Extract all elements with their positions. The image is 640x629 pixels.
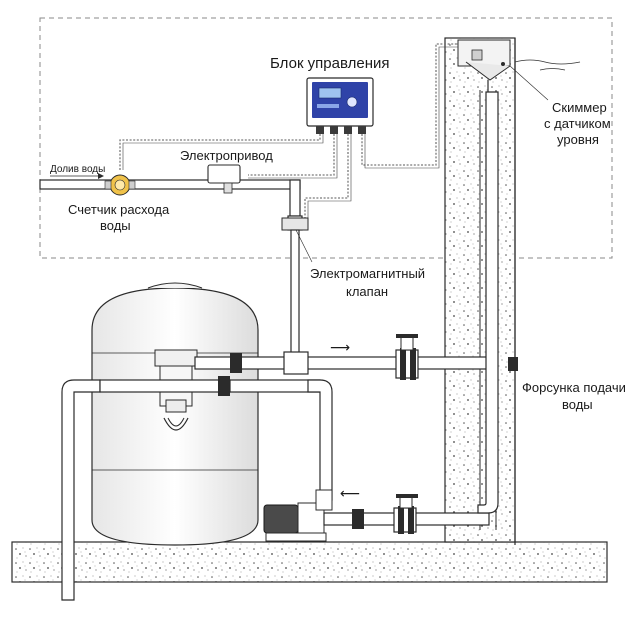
skimmer <box>457 39 511 92</box>
skimmer-leader <box>509 65 549 101</box>
filter-bypass-pipes <box>61 376 333 601</box>
suction-line <box>323 91 499 534</box>
return-line <box>194 334 518 380</box>
flow-arrow-suction: ⟵ <box>340 485 360 501</box>
solenoid-leader <box>295 229 313 263</box>
flow-arrow-return: ⟶ <box>330 339 350 355</box>
control-unit-display <box>318 87 342 99</box>
solenoid-valve <box>281 215 309 357</box>
label-solenoid-line1: Электромагнитный <box>310 266 425 281</box>
label-nozzle-line1: Форсунка подачи <box>522 380 626 395</box>
inlet-nozzle <box>508 357 518 371</box>
top-up-line <box>39 164 301 217</box>
label-flow-meter-line1: Счетчик расхода <box>68 202 170 217</box>
label-electric-actuator: Электропривод <box>180 148 273 163</box>
floor-slab <box>11 541 608 583</box>
sand-filter-tank <box>91 282 259 546</box>
label-control-unit: Блок управления <box>270 55 389 72</box>
pool-wall <box>444 37 581 545</box>
control-zone-boundary <box>39 17 613 259</box>
control-unit-knob <box>346 96 358 108</box>
label-solenoid-line2: клапан <box>346 284 388 299</box>
label-flow-meter-line2: воды <box>100 218 131 233</box>
pump <box>263 489 333 542</box>
cable-hoses <box>119 43 458 222</box>
label-nozzle-line2: воды <box>562 397 593 412</box>
label-skimmer-line2: с датчиком <box>544 116 611 131</box>
electric-actuator-body <box>207 164 241 184</box>
label-top-up: Долив воды <box>50 164 105 175</box>
label-skimmer-line1: Скиммер <box>552 100 607 115</box>
control-unit <box>306 77 374 134</box>
label-skimmer-line3: уровня <box>557 132 599 147</box>
